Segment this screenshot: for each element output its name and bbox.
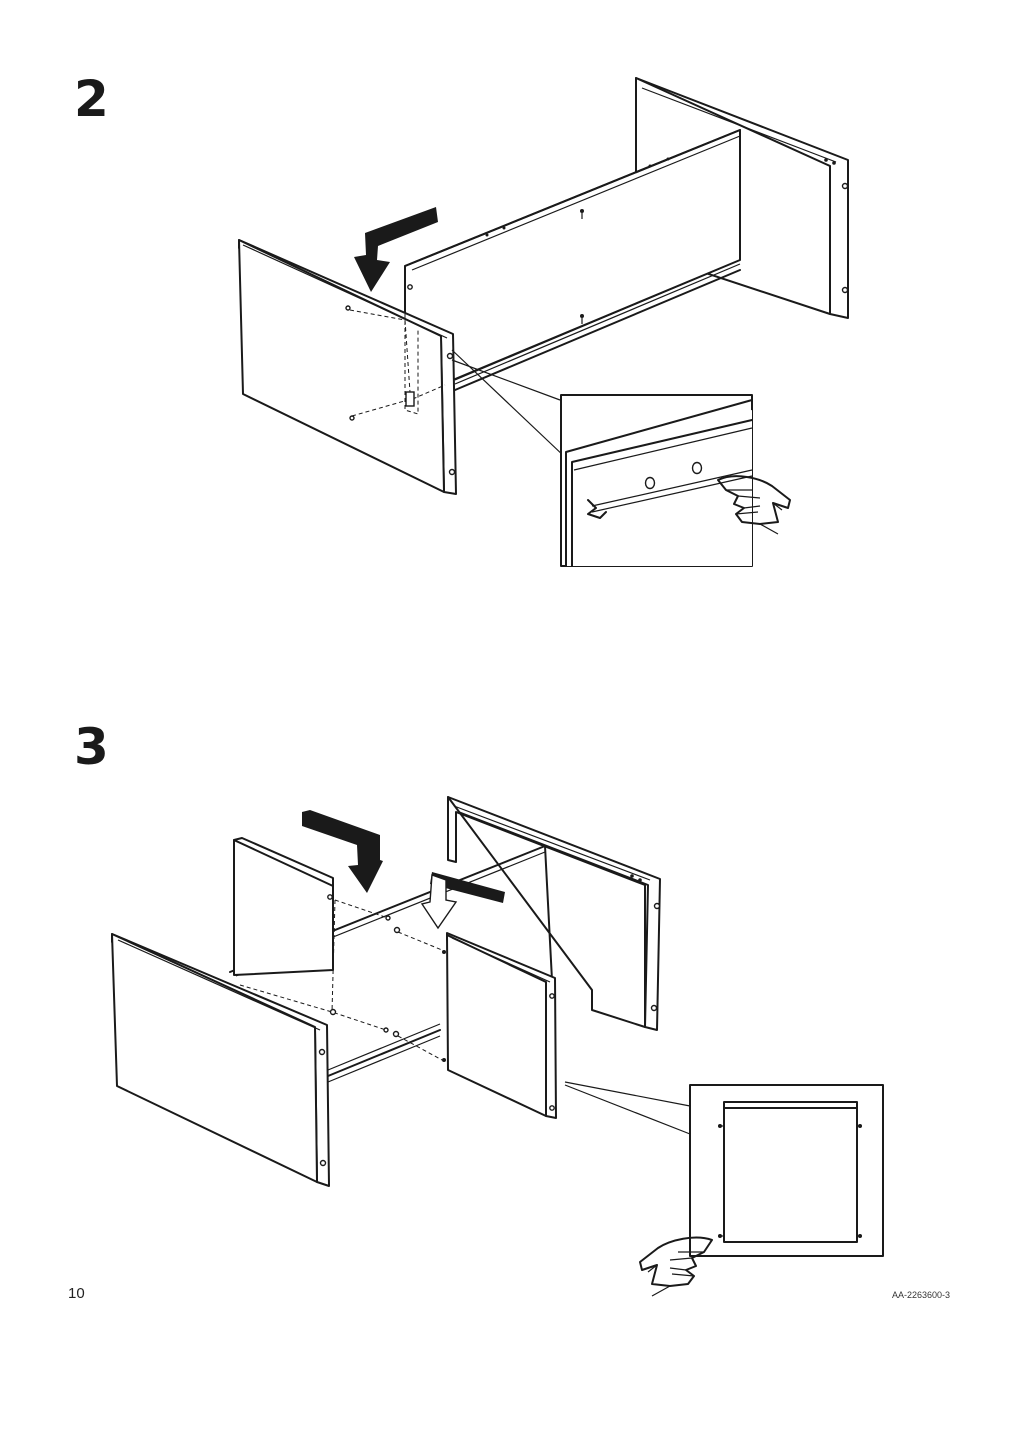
assembly-guide-lines bbox=[239, 899, 443, 1061]
side-panel-front-left bbox=[238, 239, 457, 495]
page-number: 10 bbox=[68, 1285, 85, 1302]
hand-pointing-icon bbox=[639, 1236, 713, 1297]
hand-pointing-icon bbox=[717, 475, 791, 535]
assembly-guide-lines bbox=[345, 300, 446, 421]
middle-panel bbox=[442, 932, 557, 1119]
document-code: AA-2263600-3 bbox=[891, 1290, 950, 1300]
side-panel-front-left bbox=[111, 933, 330, 1187]
detail-callout-step-3 bbox=[689, 1084, 884, 1257]
step-2-number: 2 bbox=[74, 70, 109, 128]
side-panel-back-left bbox=[233, 837, 334, 976]
arrow-down-icon bbox=[302, 810, 383, 893]
side-panel-back-right bbox=[447, 796, 661, 1031]
step-3-number: 3 bbox=[74, 718, 109, 776]
arrow-down-icon bbox=[354, 207, 438, 292]
detail-callout-step-2 bbox=[560, 394, 753, 567]
arrow-right-icon bbox=[430, 872, 505, 903]
arrow-down-outline-icon bbox=[420, 874, 458, 930]
